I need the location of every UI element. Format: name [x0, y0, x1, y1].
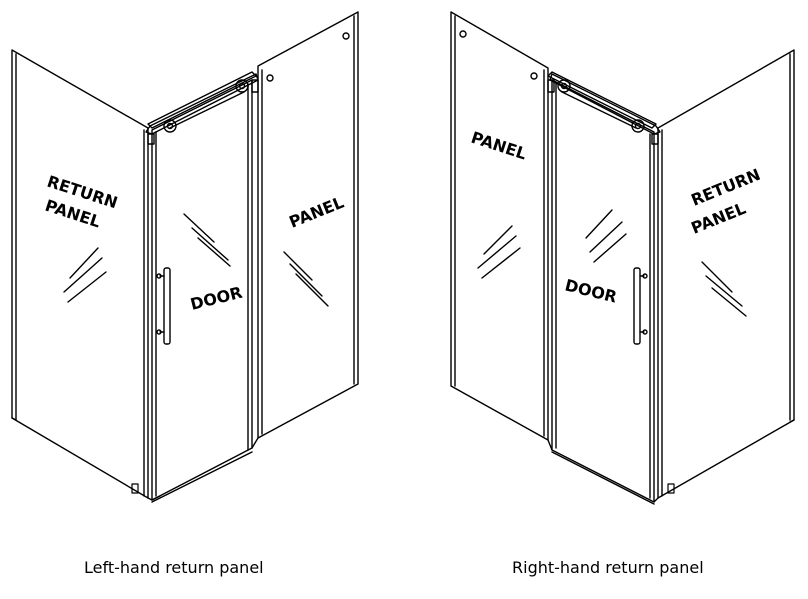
right-top-rail	[547, 71, 661, 145]
right-sliding-door	[551, 79, 655, 505]
left-top-rail	[145, 71, 259, 145]
right-fixed-panel	[450, 11, 549, 441]
left-diagram-caption: Left-hand return panel	[84, 558, 264, 577]
right-hand-return-diagram	[450, 11, 795, 505]
left-fixed-panel	[257, 11, 359, 439]
left-door-handle	[163, 267, 171, 345]
right-panel-label: PANEL	[469, 128, 529, 164]
right-door-label: DOOR	[563, 275, 619, 306]
right-diagram-caption: Right-hand return panel	[512, 558, 704, 577]
left-labels: RETURN PANEL DOOR PANEL	[43, 172, 347, 314]
left-return-panel	[11, 49, 149, 499]
right-return-label-line1: RETURN	[688, 165, 763, 210]
right-return-panel	[657, 49, 795, 499]
left-sliding-door	[151, 79, 253, 503]
left-panel-label: PANEL	[286, 193, 346, 232]
right-door-handle	[633, 267, 641, 345]
left-hand-return-diagram	[11, 11, 359, 503]
left-door-label: DOOR	[188, 283, 244, 314]
